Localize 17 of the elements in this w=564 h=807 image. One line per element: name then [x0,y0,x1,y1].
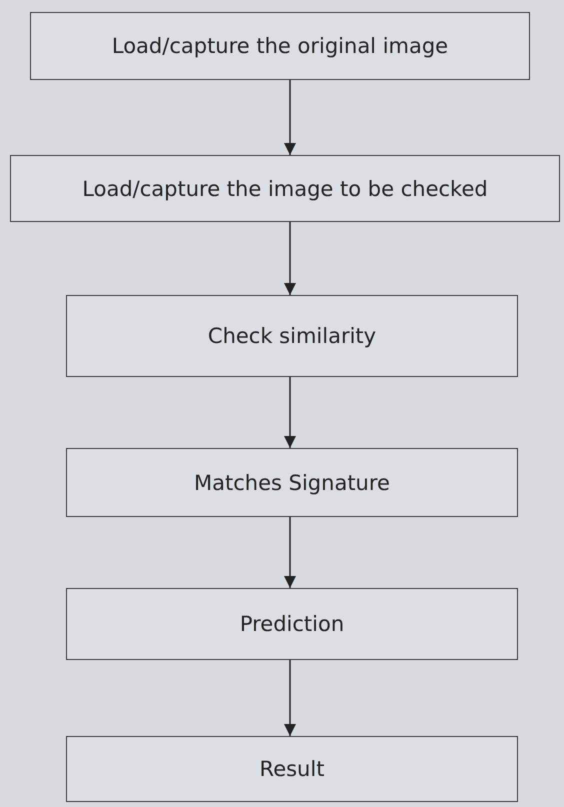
process-box [66,295,518,377]
box-label: Check similarity [208,324,376,348]
arrow [284,517,296,588]
process-box [10,155,560,222]
arrow [284,660,296,736]
box-label: Load/capture the image to be checked [82,176,488,200]
arrow [284,377,296,448]
process-box [30,12,530,80]
process-box [66,588,518,660]
process-box [66,736,518,802]
box-label: Result [260,757,324,781]
box-label: Matches Signature [194,470,390,494]
arrow [284,222,296,295]
process-box [66,448,518,517]
box-label: Load/capture the original image [112,34,448,58]
box-label: Prediction [240,612,344,636]
arrow [284,80,296,155]
